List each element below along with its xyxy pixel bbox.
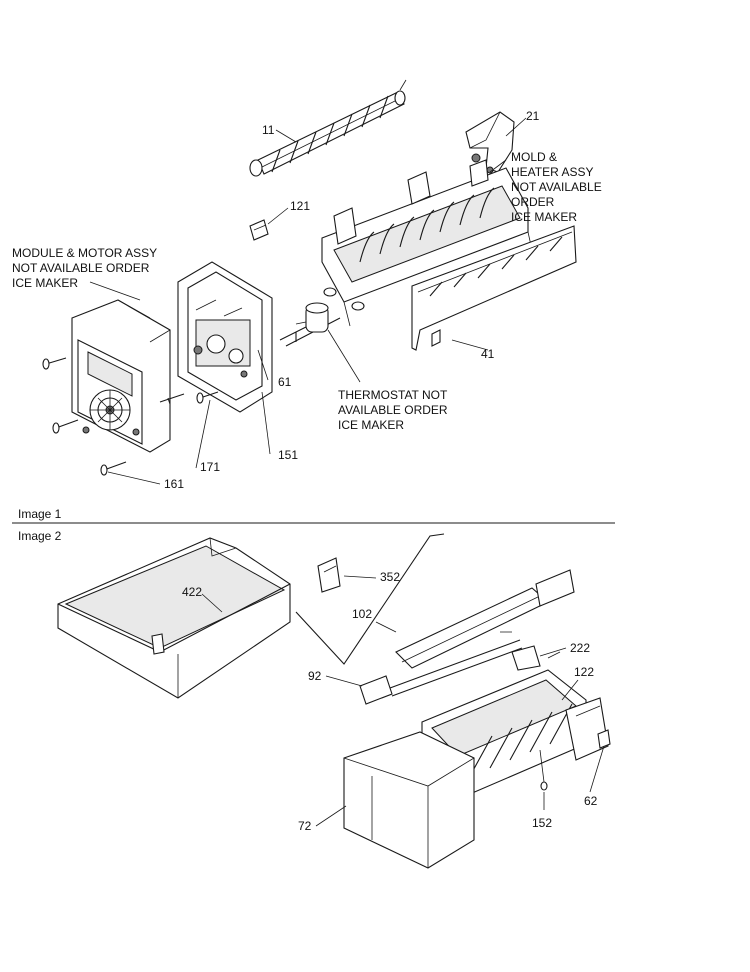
clip-part-121 (249, 219, 269, 241)
callout-41: 41 (481, 347, 495, 361)
callout-92: 92 (308, 669, 322, 683)
mold-note-line2: HEATER ASSY (511, 165, 593, 179)
ice-mold (321, 159, 533, 327)
image2-leader-lines (201, 575, 605, 827)
image2-diagram: 422 352 102 222 92 122 72 152 62 (57, 533, 611, 869)
callout-122: 122 (574, 665, 594, 679)
callout-102: 102 (352, 607, 372, 621)
ejector-part-11 (249, 79, 407, 177)
harness-assembly (359, 569, 575, 705)
ice-bin-part-422 (57, 537, 291, 699)
section-label-image1: Image 1 (18, 507, 62, 521)
callout-161: 161 (164, 477, 184, 491)
callout-152: 152 (532, 816, 552, 830)
stripper-part-41 (411, 225, 577, 351)
callout-222: 222 (570, 641, 590, 655)
thermostat-note-line3: ICE MAKER (338, 418, 404, 432)
callout-151: 151 (278, 448, 298, 462)
callout-422: 422 (182, 585, 202, 599)
shaft-part-61 (279, 287, 365, 347)
callout-61: 61 (278, 375, 292, 389)
cover-part-21 (465, 111, 515, 174)
mold-note-line5: ICE MAKER (511, 210, 577, 224)
callout-72: 72 (298, 819, 312, 833)
module-note-line3: ICE MAKER (12, 276, 78, 290)
thermostat-note-line2: AVAILABLE ORDER (338, 403, 448, 417)
mold-note-line3: NOT AVAILABLE (511, 180, 602, 194)
module-note-line1: MODULE & MOTOR ASSY (12, 246, 157, 260)
front-cover-part-72 (343, 731, 475, 869)
module-motor-housing (71, 299, 171, 453)
thermostat (295, 302, 329, 333)
callout-11: 11 (262, 123, 275, 137)
clip-part-352 (317, 557, 341, 593)
callout-121: 121 (290, 199, 310, 213)
mold-note-line4: ORDER (511, 195, 555, 209)
mold-note-line1: MOLD & (511, 150, 557, 164)
wire-part-102 (295, 533, 445, 665)
screw-set (42, 357, 219, 476)
thermostat-note-line1: THERMOSTAT NOT (338, 388, 448, 402)
callout-21: 21 (526, 109, 540, 123)
image1-diagram: MODULE & MOTOR ASSY NOT AVAILABLE ORDER … (12, 79, 602, 491)
image1-leader-lines (89, 117, 527, 485)
callout-352: 352 (380, 570, 400, 584)
callout-171: 171 (200, 460, 220, 474)
frame-part-151 (177, 261, 273, 413)
section-label-image2: Image 2 (18, 529, 62, 543)
callout-62: 62 (584, 794, 598, 808)
module-note-line2: NOT AVAILABLE ORDER (12, 261, 150, 275)
